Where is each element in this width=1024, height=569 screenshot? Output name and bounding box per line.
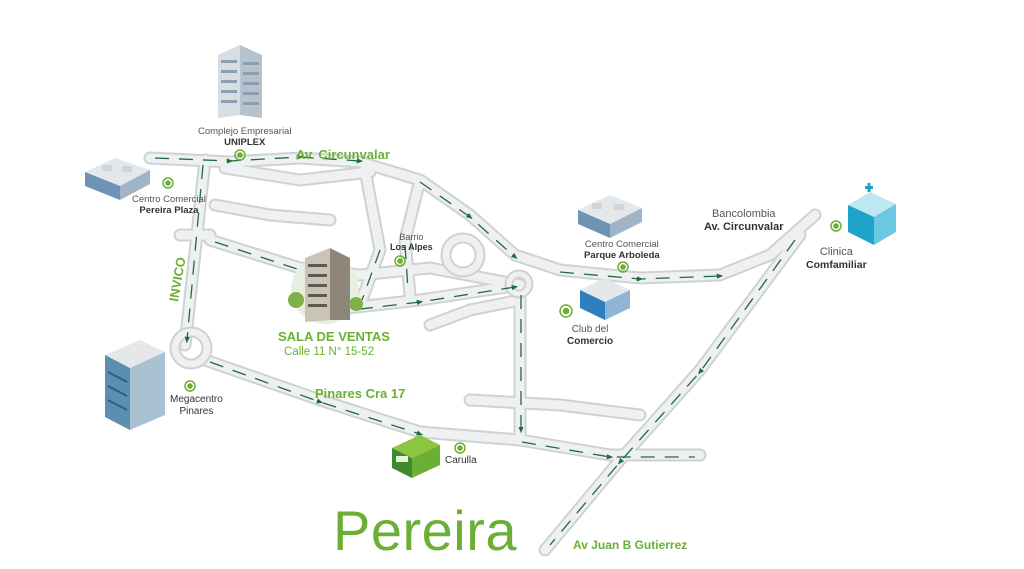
place-label-line1: Club del	[571, 324, 609, 335]
place-label-line1: Clinica	[819, 246, 853, 258]
sales-room-address: Calle 11 N° 15-52	[284, 346, 375, 358]
location-markers	[162, 149, 842, 454]
place-label-line2: Av. Circunvalar	[704, 220, 784, 233]
marker-icon	[162, 177, 174, 189]
place-label-line1: Complejo Empresarial	[198, 126, 292, 137]
place-label-line2: Parque Arboleda	[584, 249, 660, 261]
place-label-club-comercio: Club del Comercio	[567, 324, 613, 347]
place-label-line1: Bancolombia	[711, 208, 776, 220]
place-label-line1: Megacentro	[170, 394, 223, 405]
marker-icon	[454, 442, 466, 454]
place-label-carulla: Carulla	[445, 455, 477, 467]
road-label-pinares: Pinares Cra 17	[315, 386, 406, 401]
sales-room-building-icon	[288, 248, 363, 324]
marker-icon	[184, 380, 196, 392]
place-label-line2: UNIPLEX	[224, 136, 266, 148]
city-name: Pereira	[333, 499, 518, 562]
marker-icon	[394, 255, 406, 267]
marker-icon	[559, 304, 573, 318]
marker-icon	[830, 220, 842, 232]
place-label-line2: Comercio	[567, 335, 614, 347]
place-label-line1: Barrio	[399, 232, 424, 242]
place-label-line2: Pinares	[179, 405, 214, 417]
place-label-bancolombia: Bancolombia Av. Circunvalar	[704, 208, 783, 233]
place-label-line1: Centro Comercial	[132, 194, 206, 205]
uniplex-building-icon	[218, 45, 262, 118]
marker-icon	[617, 261, 629, 273]
pereira-plaza-building-icon	[85, 158, 150, 200]
marker-icon	[234, 149, 246, 161]
place-label-line2: Los Alpes	[390, 242, 433, 253]
place-label-line2: Comfamiliar	[806, 258, 867, 271]
parque-arboleda-building-icon	[578, 195, 642, 238]
sales-room-title: SALA DE VENTAS	[278, 329, 390, 344]
traffic-arrows	[154, 154, 796, 546]
comfamiliar-building-icon	[848, 183, 896, 245]
place-label-line2: Carulla	[445, 455, 477, 466]
carulla-building-icon	[392, 435, 440, 478]
place-label-comfamiliar: Clinica Comfamiliar	[806, 246, 867, 271]
place-label-line2: Pereira Plaza	[139, 204, 199, 216]
club-comercio-building-icon	[580, 278, 630, 320]
road-label-circunvalar: Av. Circunvalar	[296, 147, 390, 162]
place-label-megacentro: Megacentro Pinares	[170, 394, 223, 417]
place-label-pereira-plaza: Centro Comercial Pereira Plaza	[132, 194, 206, 217]
place-label-parque-arboleda: Centro Comercial Parque Arboleda	[584, 239, 660, 262]
place-label-line1: Centro Comercial	[584, 239, 659, 250]
road-label-juan-b: Av Juan B Gutierrez	[573, 538, 688, 552]
place-label-uniplex: Complejo Empresarial UNIPLEX	[198, 126, 292, 149]
place-label-los-alpes: Barrio Los Alpes	[390, 232, 433, 253]
megacentro-building-icon	[105, 340, 165, 430]
